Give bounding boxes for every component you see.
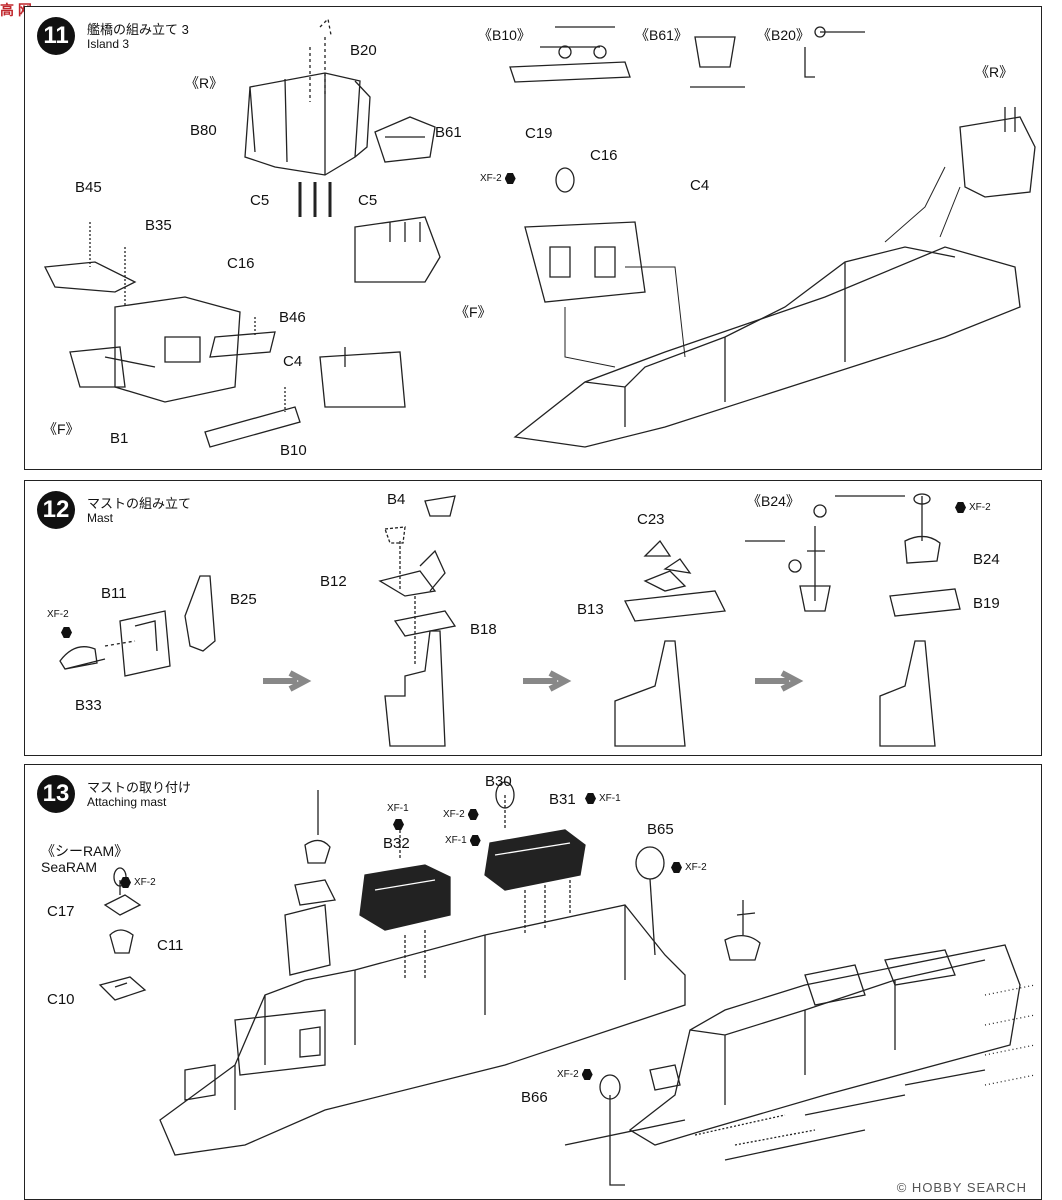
part-label: B13: [577, 601, 604, 618]
part-label: C17: [47, 903, 75, 920]
paint-hex-icon: [504, 173, 516, 184]
part-label: B32: [383, 835, 410, 852]
view-ref: 《R》: [185, 75, 224, 91]
step-number: 12: [37, 491, 75, 529]
mast-assembly-drawing: [59, 493, 961, 747]
sprue-ref: 《B24》: [747, 493, 800, 509]
part-label: B66: [521, 1089, 548, 1106]
paint-hex-icon: [581, 1069, 593, 1080]
part-label: B31: [549, 791, 576, 808]
part-label: B30: [485, 773, 512, 790]
part-label: C10: [47, 991, 75, 1008]
paint-callout: XF-1: [387, 803, 409, 814]
paint-callout: XF-1: [585, 793, 621, 804]
part-label: B12: [320, 573, 347, 590]
footer-watermark: © HOBBY SEARCH: [896, 1180, 1027, 1195]
part-label: C4: [283, 353, 303, 370]
paint-callout: XF-2: [557, 1069, 593, 1080]
mast-attach-drawing: [98, 781, 1036, 1186]
step-title-en: Attaching mast: [87, 795, 167, 809]
paint-hex-icon: [467, 809, 479, 820]
part-label: B46: [279, 309, 306, 326]
part-label: B80: [190, 122, 217, 139]
sprue-ref: 《B10》: [478, 27, 531, 43]
paint-callout: XF-2: [480, 173, 516, 184]
step-13-panel: 13 マストの取り付け Attaching mast: [24, 764, 1042, 1200]
paint-callout: XF-1: [445, 835, 481, 846]
part-label: B24: [973, 551, 1000, 568]
subassembly-title-en: SeaRAM: [41, 859, 98, 875]
step-12-panel: 12 マストの組み立て Mast B11 B25 XF-2 B33 B: [24, 480, 1042, 756]
part-label: B65: [647, 821, 674, 838]
part-label: B18: [470, 621, 497, 638]
site-logo: 高 网: [0, 2, 32, 18]
part-label: C23: [637, 511, 665, 528]
part-label: C4: [690, 177, 710, 194]
paint-callout: XF-2: [671, 862, 707, 873]
paint-hex-icon: [120, 877, 131, 888]
paint-hex-icon: [61, 627, 72, 638]
subassembly-title-jp: 《シーRAM》: [41, 843, 129, 859]
part-label: B20: [350, 42, 377, 59]
paint-callout: XF-2: [955, 502, 991, 513]
step-title-jp: 艦橋の組み立て 3: [87, 22, 189, 37]
part-label: C11: [157, 937, 184, 954]
part-label: B61: [435, 124, 462, 141]
step-number: 13: [37, 775, 75, 813]
part-label: B11: [101, 585, 127, 602]
paint-callout: XF-2: [120, 877, 156, 888]
part-label: B33: [75, 697, 102, 714]
step-title-jp: マストの取り付け: [87, 780, 192, 795]
paint-callout: XF-2: [47, 609, 69, 620]
step-number: 11: [37, 17, 75, 55]
paint-hex-icon: [671, 862, 682, 873]
part-label: B45: [75, 179, 102, 196]
part-label: B35: [145, 217, 172, 234]
part-label: C16: [227, 255, 255, 272]
step-title-en: Island 3: [87, 37, 130, 51]
step-title-en: Mast: [87, 511, 114, 525]
part-label: B19: [973, 595, 1000, 612]
view-ref: 《R》: [975, 64, 1014, 80]
paint-hex-icon: [393, 819, 404, 830]
island-assembly-drawing: [43, 17, 1036, 448]
step-title-jp: マストの組み立て: [87, 496, 192, 511]
part-label: B1: [110, 430, 129, 447]
part-label: B4: [387, 491, 406, 508]
part-label: C5: [358, 192, 378, 209]
sprue-ref: 《B20》: [757, 27, 810, 43]
part-label: B10: [280, 442, 307, 459]
part-label: C16: [590, 147, 618, 164]
view-ref: 《F》: [43, 421, 80, 437]
paint-callout: XF-2: [443, 809, 479, 820]
paint-hex-icon: [469, 835, 481, 846]
sprue-ref: 《B61》: [635, 27, 688, 43]
paint-hex-icon: [955, 502, 966, 513]
part-label: C19: [525, 125, 553, 142]
part-label: C5: [250, 192, 270, 209]
step-11-panel: 11 艦橋の組み立て 3 Island 3 B20 《R》 B8: [24, 6, 1042, 470]
part-label: B25: [230, 591, 257, 608]
paint-hex-icon: [585, 793, 596, 804]
view-ref: 《F》: [455, 304, 492, 320]
